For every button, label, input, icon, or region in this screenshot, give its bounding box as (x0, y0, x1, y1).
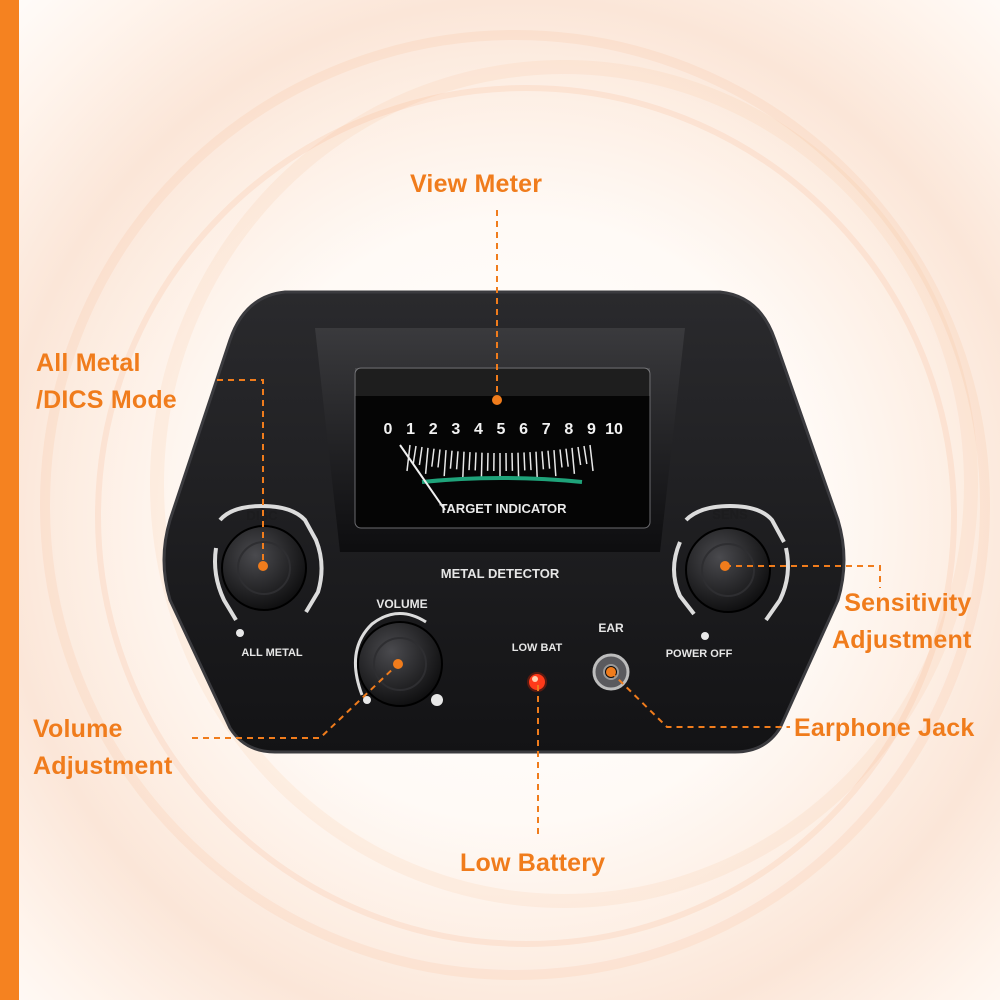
meter-scale-number: 5 (497, 421, 506, 438)
meter-scale-number: 6 (519, 421, 528, 438)
meter-tick (468, 452, 471, 471)
meter-scale-number: 4 (474, 421, 483, 438)
all-metal-label: ALL METAL (241, 647, 303, 659)
meter-tick (455, 451, 459, 470)
meter-tick (480, 452, 483, 479)
meter-label: TARGET INDICATOR (439, 501, 567, 516)
meter-tick (517, 452, 520, 479)
callout-low-battery: Low Battery (460, 849, 606, 877)
meter-tick (565, 448, 569, 467)
volume-label: VOLUME (376, 597, 427, 611)
meter-tick (559, 449, 563, 468)
meter-tick (462, 451, 465, 478)
meter-scale-number: 0 (384, 421, 393, 438)
ear-label: EAR (598, 621, 624, 635)
meter-scale-number: 1 (406, 421, 415, 438)
meter-scale-number: 10 (605, 421, 623, 438)
meter-needle (399, 444, 446, 511)
low-bat-label: LOW BAT (512, 642, 563, 654)
meter-tick (418, 446, 423, 466)
meter-scale-number: 9 (587, 421, 596, 438)
meter-tick (553, 450, 557, 477)
callout-view-meter: View Meter (410, 170, 543, 198)
sens-label: SENS (712, 507, 748, 522)
meter-tick (523, 452, 526, 471)
callout-volume: Volume Adjustment (33, 715, 173, 780)
meter-tick (571, 447, 576, 474)
meter-tick (424, 447, 429, 474)
meter-scale-number: 2 (429, 421, 438, 438)
meter-tick (589, 444, 594, 472)
meter-tick (583, 445, 588, 465)
meter-tick (449, 450, 453, 469)
callout-dots (258, 395, 730, 677)
meter-green-band (421, 476, 583, 484)
meter-tick (541, 451, 545, 470)
meter-tick (535, 451, 538, 478)
meter-scale-number: 8 (564, 421, 573, 438)
callout-leader-lines (192, 210, 881, 838)
meter-tick (431, 448, 435, 467)
panel-title: METAL DETECTOR (441, 566, 560, 581)
meter-tick (412, 445, 417, 465)
meter-tick (577, 446, 582, 466)
callout-earphone-jack: Earphone Jack (794, 714, 975, 742)
meter-tick (443, 450, 447, 477)
meter-tick (437, 449, 441, 468)
meter-tick (529, 452, 532, 471)
callout-all-metal-mode: All Metal /DICS Mode (36, 349, 177, 414)
meter-scale-number: 3 (451, 421, 460, 438)
callout-sensitivity: Sensitivity Adjustment (832, 589, 972, 654)
power-off-label: POWER OFF (666, 648, 733, 660)
meter-tick (474, 452, 477, 471)
meter-scale-number: 7 (542, 421, 551, 438)
orange-side-bar (0, 0, 19, 1000)
meter-tick (547, 450, 551, 469)
